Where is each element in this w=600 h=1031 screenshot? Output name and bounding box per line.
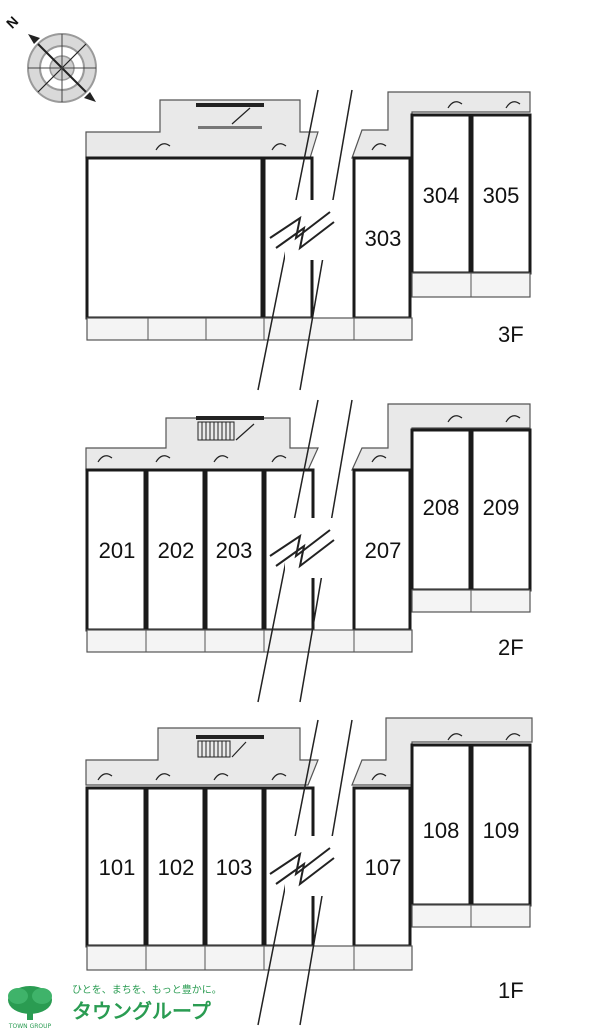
tree-logo-icon — [8, 986, 52, 1020]
floor-label-1f: 1F — [498, 978, 524, 1003]
room-201: 201 — [99, 538, 136, 563]
floor-label-3f: 3F — [498, 322, 524, 347]
door-icons — [97, 101, 521, 781]
room-108: 108 — [423, 818, 460, 843]
room-203: 203 — [216, 538, 253, 563]
stair-icon — [196, 416, 264, 441]
room-107: 107 — [365, 855, 402, 880]
room-207: 207 — [365, 538, 402, 563]
room-304: 304 — [423, 183, 460, 208]
town-group-logo: TOWN GROUP ひとを、まちを、もっと豊かに。 タウングループ — [8, 983, 222, 1030]
room-101: 101 — [99, 855, 136, 880]
stair-icon — [196, 735, 264, 758]
room-305: 305 — [483, 183, 520, 208]
logo-tagline: ひとを、まちを、もっと豊かに。 — [72, 983, 222, 996]
compass-north-label: N — [3, 13, 21, 31]
stair-icon — [196, 103, 264, 129]
floor-3f: 303 304 305 3F — [85, 89, 532, 391]
room-202: 202 — [158, 538, 195, 563]
room-208: 208 — [423, 495, 460, 520]
floor-label-2f: 2F — [498, 635, 524, 660]
floor-2f: 201 202 203 207 208 209 2F — [85, 399, 532, 703]
room-209: 209 — [483, 495, 520, 520]
room-109: 109 — [483, 818, 520, 843]
room-303: 303 — [365, 226, 402, 251]
compass-rose-icon: N — [3, 13, 97, 103]
room-102: 102 — [158, 855, 195, 880]
floor-1f: 101 102 103 107 108 109 1F — [85, 717, 533, 1026]
logo-name: タウングループ — [72, 999, 212, 1023]
room-103: 103 — [216, 855, 253, 880]
logo-sub: TOWN GROUP — [8, 1023, 52, 1030]
